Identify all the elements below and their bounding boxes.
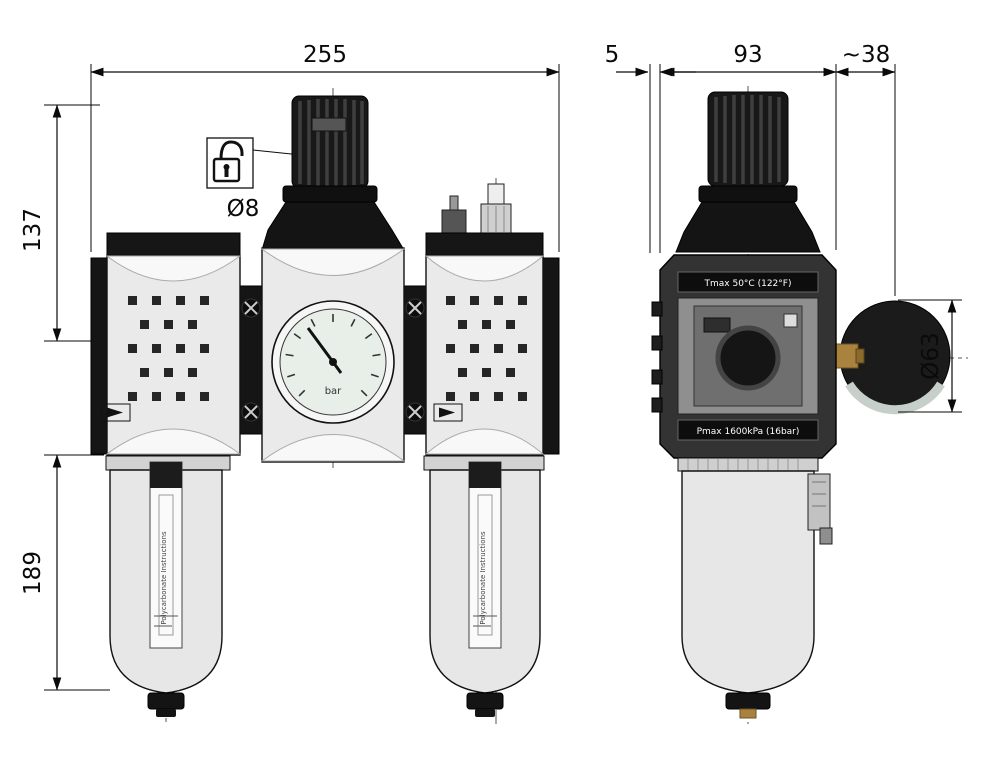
gauge-unit-label: bar — [325, 386, 342, 397]
dim-label-gauge-offset: ~38 — [842, 42, 891, 68]
dimension-body-width: 93 — [659, 42, 837, 250]
lock-callout: Ø8 — [206, 137, 331, 222]
bowl-clamp — [807, 473, 831, 531]
side-regulator-body: Tmax 50°C (122°F) Pmax 1600kPa (16bar) — [651, 254, 837, 459]
lubricator-unit: Polycarbonate Instructions — [423, 183, 545, 717]
dim-label-body-width: 93 — [733, 42, 762, 68]
dimension-overall-width: 255 — [90, 42, 560, 252]
side-view: 5 93 ~38 — [605, 42, 968, 724]
lubricator-bowl-print: Polycarbonate Instructions — [479, 531, 487, 625]
dimension-gauge-diameter: Ø63 — [898, 299, 962, 413]
dim-label-mount-offset: 5 — [605, 42, 620, 68]
knob-slot — [311, 117, 347, 132]
gauge-brass-fitting — [833, 343, 859, 369]
filter-bowl: Polycarbonate Instructions — [105, 455, 231, 717]
dimension-mount-offset: 5 — [605, 42, 696, 253]
filter-sight-tube — [149, 461, 183, 649]
flow-arrow-icon — [433, 403, 463, 422]
mounting-rails — [90, 257, 560, 455]
filter-unit: Polycarbonate Instructions — [101, 232, 242, 717]
open-padlock-icon — [212, 140, 244, 183]
lubricator-vent-dots — [446, 296, 527, 401]
tmax-marking: Tmax 50°C (122°F) — [704, 279, 792, 289]
dim-label-bowl-height: 189 — [20, 551, 46, 595]
lubricator-drain — [466, 692, 504, 710]
dim-label-knob-hex: Ø8 — [227, 196, 260, 222]
dim-label-upper-height: 137 — [20, 208, 46, 252]
lubricator-fill-valves — [441, 183, 512, 235]
filter-drain — [147, 692, 185, 710]
dimension-gauge-offset: ~38 — [835, 42, 896, 296]
side-bowl — [677, 457, 833, 719]
dimension-upper-height: 137 — [20, 104, 100, 342]
dim-label-overall-width: 255 — [303, 42, 347, 68]
pressure-gauge-side — [833, 300, 951, 415]
side-regulator-knob — [675, 91, 821, 253]
regulator-knob — [261, 95, 405, 251]
pressure-gauge-front: bar — [271, 300, 395, 424]
gauge-needle — [306, 327, 335, 363]
side-drain — [725, 692, 771, 710]
regulator-unit: bar — [241, 247, 425, 463]
front-view: 255 137 189 Ø8 — [20, 42, 560, 724]
gauge-ticks — [285, 314, 381, 397]
filter-bowl-print: Polycarbonate Instructions — [160, 531, 168, 625]
pmax-marking: Pmax 1600kPa (16bar) — [697, 427, 800, 437]
lubricator-bowl: Polycarbonate Instructions — [423, 455, 545, 717]
side-port — [715, 325, 781, 391]
dim-label-gauge-diameter: Ø63 — [918, 332, 944, 379]
dimension-bowl-height: 189 — [20, 454, 110, 691]
corner-screws — [241, 298, 425, 422]
filter-vent-dots — [128, 296, 209, 401]
flow-arrow-icon — [101, 403, 131, 422]
